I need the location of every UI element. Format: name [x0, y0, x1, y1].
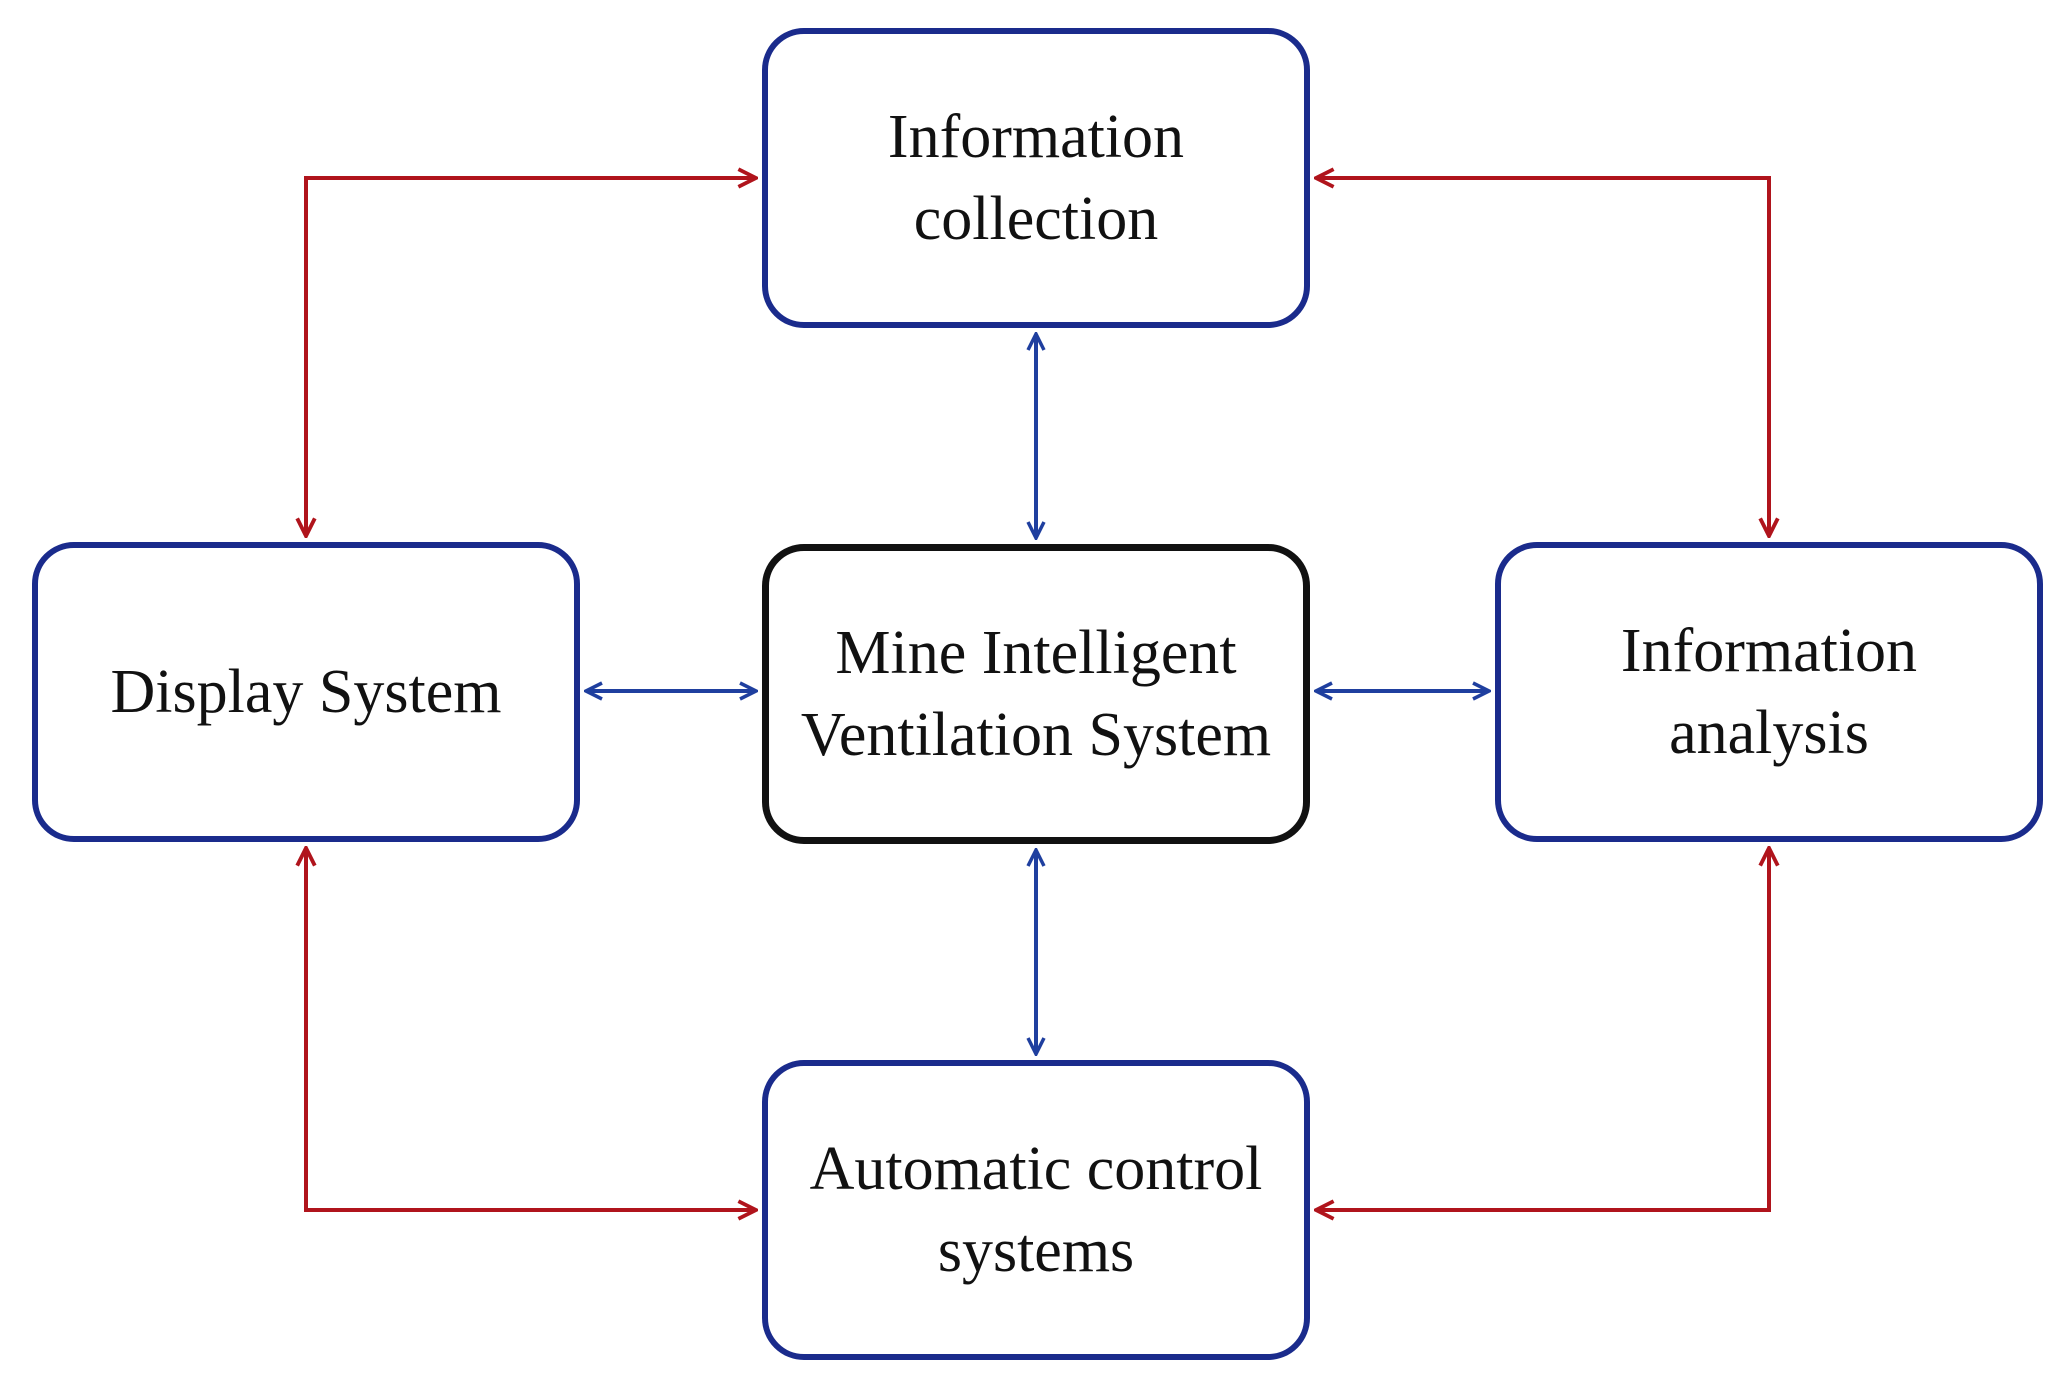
- node-label-line: analysis: [1669, 699, 1869, 767]
- node-label-line: Mine Intelligent: [835, 619, 1237, 687]
- node-automatic-control-systems: Automatic control systems: [762, 1060, 1310, 1360]
- node-label-line: Information: [887, 103, 1185, 171]
- connector-bottom-right: [1316, 848, 1769, 1210]
- node-label-line: Automatic control: [809, 1135, 1263, 1203]
- node-label-line: systems: [937, 1217, 1135, 1285]
- node-information-collection: Information collection: [762, 28, 1310, 328]
- node-mine-intelligent-ventilation-system: Mine Intelligent Ventilation System: [762, 544, 1310, 844]
- node-label-line: Display System: [110, 658, 502, 726]
- connector-top-left: [306, 178, 756, 536]
- connector-top-right: [1316, 178, 1769, 536]
- node-label-line: Ventilation System: [800, 701, 1272, 769]
- node-display-system: Display System: [32, 542, 580, 842]
- node-label-line: collection: [913, 185, 1159, 253]
- node-label-line: Information: [1620, 617, 1918, 685]
- node-information-analysis: Information analysis: [1495, 542, 2043, 842]
- connector-bottom-left: [306, 848, 756, 1210]
